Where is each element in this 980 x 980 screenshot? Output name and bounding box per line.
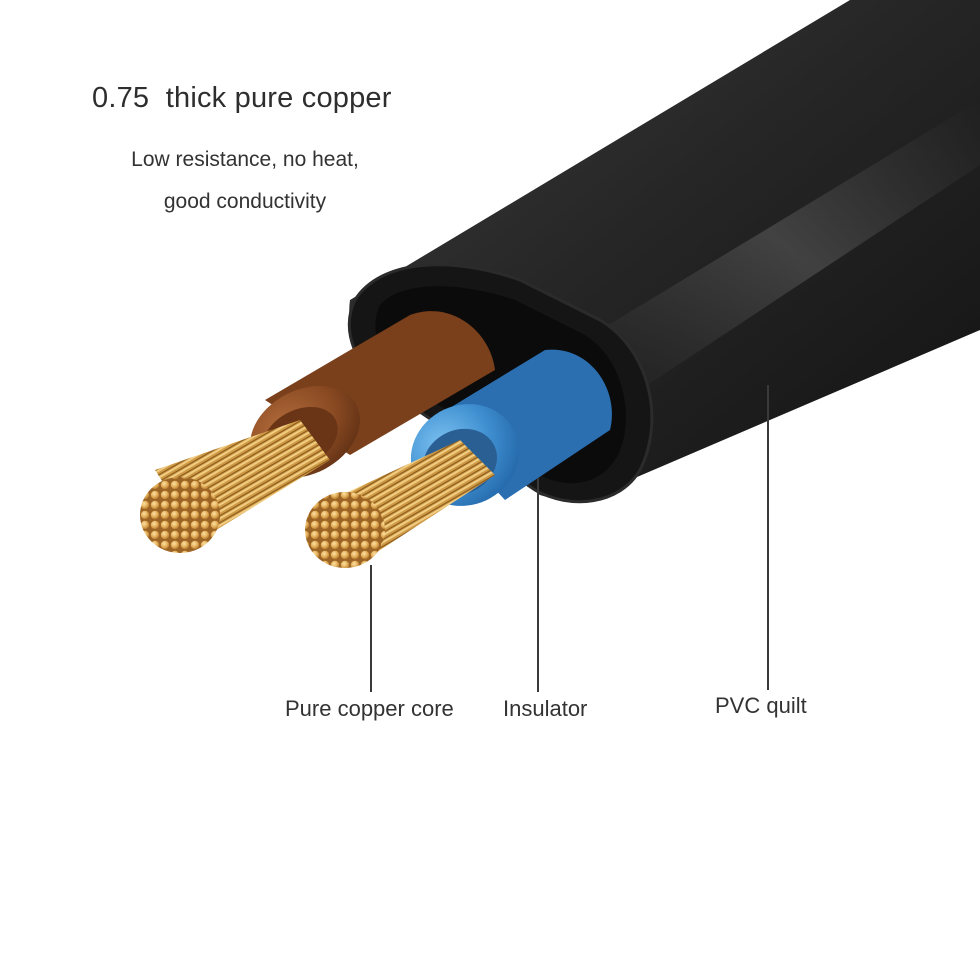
subtitle-line-1: Low resistance, no heat,	[131, 148, 359, 171]
label-insulator: Insulator	[503, 696, 588, 721]
headline: 0.75 thick pure copper	[92, 82, 392, 114]
brown-core-tip	[140, 477, 220, 553]
blue-conductor	[305, 349, 612, 568]
blue-core-tip	[305, 492, 385, 568]
subtitle-line-2: good conductivity	[163, 190, 327, 213]
label-pvc-quilt: PVC quilt	[715, 693, 807, 718]
brown-conductor	[140, 311, 495, 553]
label-pure-copper-core: Pure copper core	[285, 696, 454, 721]
